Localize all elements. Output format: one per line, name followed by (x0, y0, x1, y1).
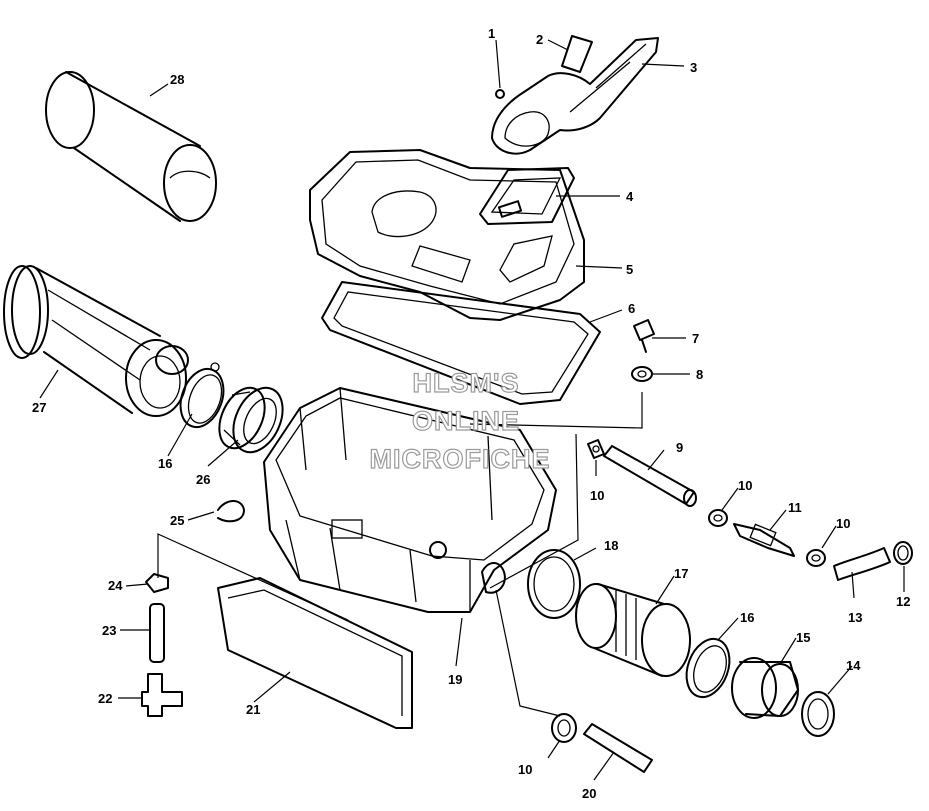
part-16-clamp-right (685, 637, 731, 699)
part-13-vent-hose (833, 547, 891, 581)
part-14-clamp (801, 691, 835, 737)
callout-11: 11 (788, 500, 802, 515)
watermark: HLSM'S ONLINE MICROFICHE (369, 367, 551, 474)
callout-17: 17 (674, 566, 688, 581)
part-3-intake-snorkel (491, 37, 659, 155)
watermark-line-2: ONLINE (412, 406, 520, 436)
part-12-cap (893, 541, 913, 565)
callout-28: 28 (170, 72, 184, 87)
part-16-clamp-left (179, 362, 225, 429)
callout-20: 20 (582, 786, 596, 801)
part-23-drain-hose (149, 603, 165, 663)
callout-6: 6 (628, 301, 635, 316)
part-17-outlet-boot (575, 583, 691, 677)
part-27-air-filter (3, 265, 189, 417)
part-2-foam-strip (561, 35, 593, 73)
part-26-adapter-ring (218, 386, 284, 454)
callout-1: 1 (488, 26, 495, 41)
callout-22: 22 (98, 691, 112, 706)
callout-7: 7 (692, 331, 699, 346)
part-10-clamp-a (587, 439, 605, 459)
part-5-airbox-lid (309, 149, 585, 321)
watermark-line-3: MICROFICHE (370, 444, 551, 474)
part-15-boot (731, 657, 799, 719)
callout-5: 5 (626, 262, 633, 277)
part-21-side-panel (217, 577, 413, 729)
part-11-check-valve (733, 523, 795, 557)
part-1-screw (495, 89, 505, 99)
callout-8: 8 (696, 367, 703, 382)
callout-10-c: 10 (836, 516, 850, 531)
part-24-fitting (145, 573, 169, 593)
callout-16-right: 16 (740, 610, 754, 625)
part-9-breather-tube (603, 445, 697, 507)
callout-4: 4 (626, 189, 634, 204)
callout-12: 12 (896, 594, 910, 609)
callout-27: 27 (32, 400, 46, 415)
callout-26: 26 (196, 472, 210, 487)
callout-10-a: 10 (590, 488, 604, 503)
callout-10-d: 10 (518, 762, 532, 777)
leader-lines (39, 39, 905, 781)
watermark-line-1: HLSM'S (413, 368, 520, 398)
part-28-prefilter-sleeve (45, 71, 217, 222)
callout-18: 18 (604, 538, 618, 553)
part-7-bolt (633, 319, 655, 353)
callout-labels: 1 2 3 4 5 6 7 8 9 10 10 10 10 11 12 13 1… (32, 26, 910, 801)
part-6-gasket (321, 281, 601, 405)
callout-24: 24 (108, 578, 123, 593)
callout-13: 13 (848, 610, 862, 625)
part-20-drain-tube (583, 723, 653, 773)
part-10-clamp-b (708, 509, 728, 527)
part-18-seal-ring (527, 549, 581, 619)
part-10-clamp-d (551, 713, 577, 743)
part-22-tee-fitting (141, 673, 183, 717)
part-8-washer (631, 366, 653, 382)
callout-9: 9 (676, 440, 683, 455)
callout-10-b: 10 (738, 478, 752, 493)
callout-16-left: 16 (158, 456, 172, 471)
part-25-clip (217, 500, 245, 523)
callout-21: 21 (246, 702, 260, 717)
callout-15: 15 (796, 630, 810, 645)
part-4-cover-plate (479, 167, 575, 225)
part-19-airbox-body (263, 387, 557, 613)
callout-23: 23 (102, 623, 116, 638)
callout-14: 14 (846, 658, 861, 673)
callout-19: 19 (448, 672, 462, 687)
part-10-clamp-c (806, 549, 826, 567)
callout-2: 2 (536, 32, 543, 47)
callout-3: 3 (690, 60, 697, 75)
callout-25: 25 (170, 513, 184, 528)
